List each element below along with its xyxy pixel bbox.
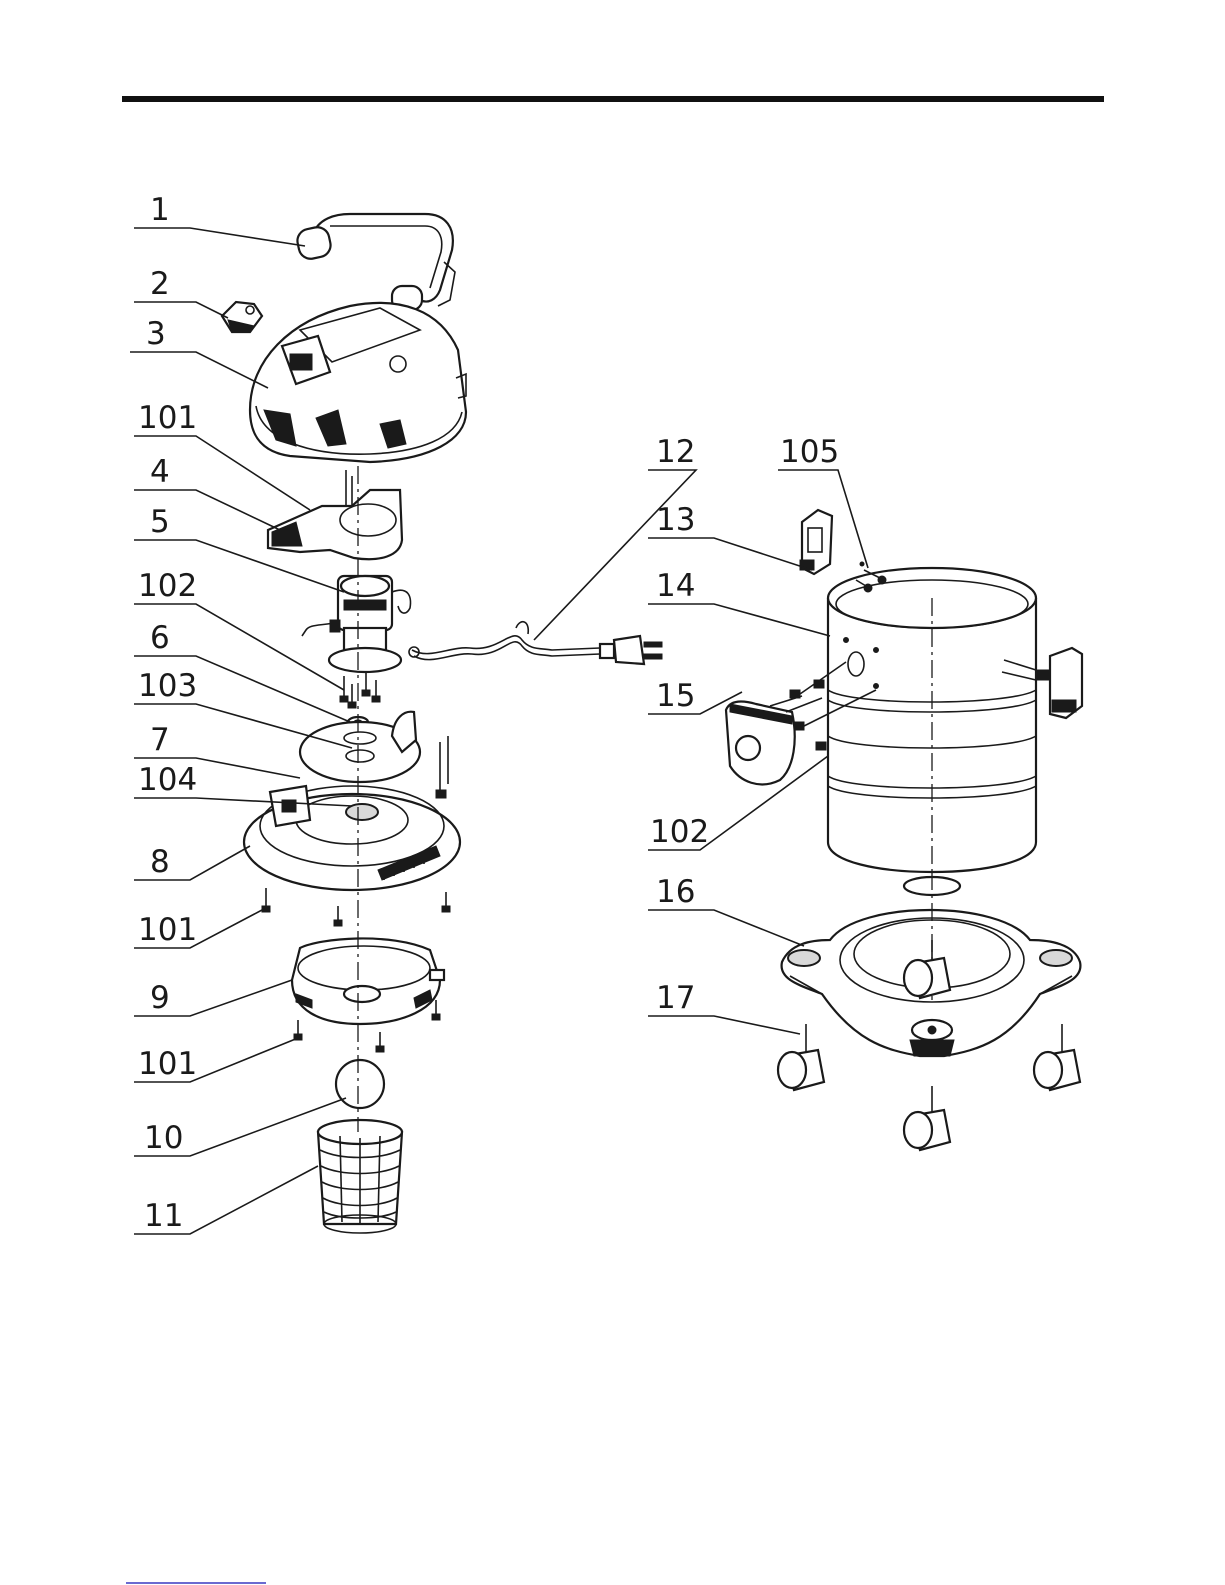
callout-6: 6 xyxy=(150,620,170,656)
callout-3: 3 xyxy=(146,316,166,352)
part-switch xyxy=(222,302,262,332)
callout-1: 1 xyxy=(150,192,170,228)
callout-15: 15 xyxy=(656,678,695,714)
callout-105: 105 xyxy=(780,434,839,470)
callout-101-c: 101 xyxy=(138,1046,197,1082)
part-filter-cage xyxy=(318,1120,402,1233)
callout-7: 7 xyxy=(150,722,170,758)
callout-5: 5 xyxy=(150,504,170,540)
caster-front-left xyxy=(778,1024,824,1090)
callout-14: 14 xyxy=(656,568,695,604)
callout-101-b: 101 xyxy=(138,912,197,948)
callout-10: 10 xyxy=(144,1120,183,1156)
callout-9: 9 xyxy=(150,980,170,1016)
callout-13: 13 xyxy=(656,502,695,538)
callout-102-b: 102 xyxy=(650,814,709,850)
header-rule xyxy=(122,96,1104,102)
part-filter-plate xyxy=(292,938,444,1024)
footer-rule xyxy=(126,1582,266,1584)
screw-set-102 xyxy=(340,672,380,708)
part-float-ball xyxy=(336,1060,384,1108)
callout-4: 4 xyxy=(150,454,170,490)
callout-16: 16 xyxy=(656,874,695,910)
callout-101-a: 101 xyxy=(138,400,197,436)
part-impeller xyxy=(300,712,420,782)
callout-17: 17 xyxy=(656,980,695,1016)
part-drum xyxy=(828,568,1036,872)
callout-11: 11 xyxy=(144,1198,183,1234)
part-motor-cover xyxy=(250,303,466,462)
part-motor-holder xyxy=(268,470,402,559)
callout-8: 8 xyxy=(150,844,170,880)
part-power-cord xyxy=(409,622,662,664)
part-motor xyxy=(302,576,410,672)
callout-102-a: 102 xyxy=(138,568,197,604)
right-assembly xyxy=(726,510,1082,1150)
callout-12: 12 xyxy=(656,434,695,470)
callout-103: 103 xyxy=(138,668,197,704)
caster-front-right xyxy=(1034,1024,1080,1090)
callout-104: 104 xyxy=(138,762,197,798)
screw-set-101-middle xyxy=(262,888,450,926)
caster-front-center xyxy=(904,1086,950,1150)
callout-2: 2 xyxy=(150,266,170,302)
part-handle xyxy=(295,214,455,310)
left-assembly xyxy=(222,214,466,1233)
part-clip-left xyxy=(800,510,832,574)
